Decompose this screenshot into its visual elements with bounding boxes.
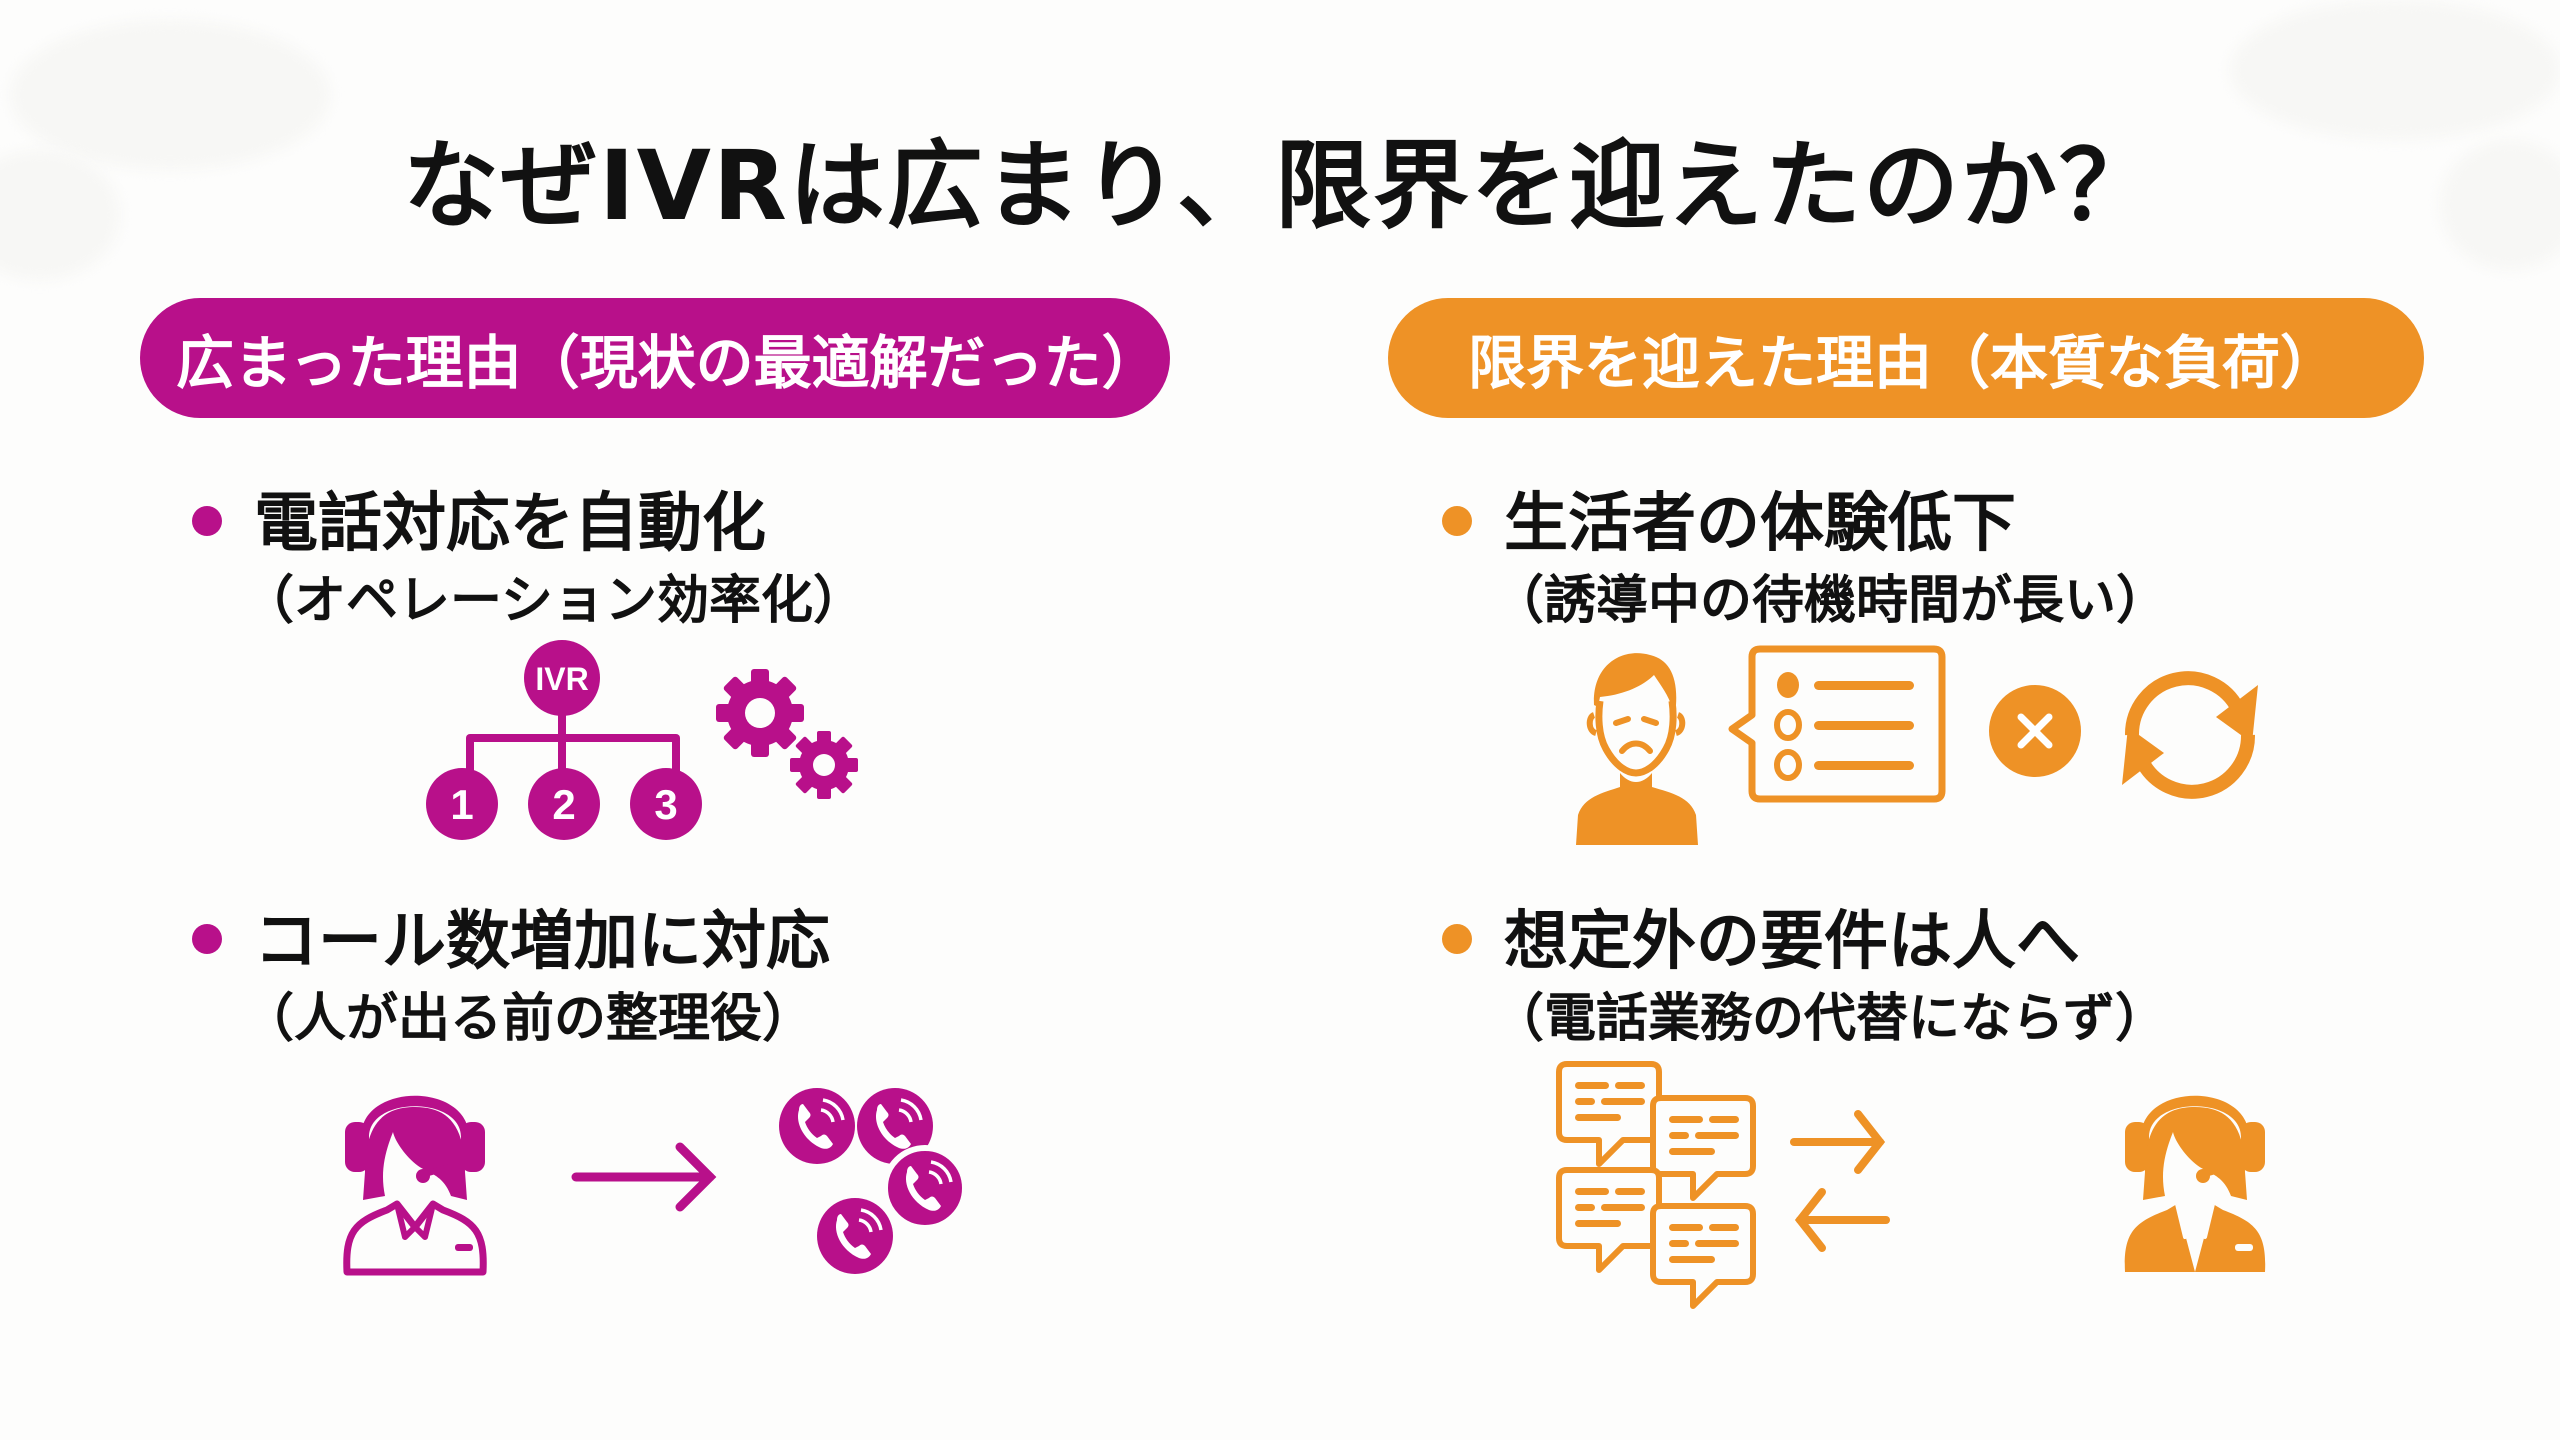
point-subtext: （オペレーション効率化）: [242, 571, 865, 631]
close-circle-icon: [1989, 685, 2081, 777]
operator-icon: [343, 1095, 487, 1276]
bullet-dot: [1442, 506, 1472, 536]
ivr-option-label: 3: [654, 781, 677, 828]
phone-call-icon: [817, 1198, 893, 1274]
background-blob: [10, 20, 330, 170]
phone-call-icon: [779, 1088, 855, 1164]
background-blob: [2440, 140, 2560, 270]
point-subtext: （電話業務の代替にならず）: [1492, 989, 2167, 1049]
ivr-tree-icon: IVR 1 2 3: [426, 640, 702, 840]
arrow-right-icon: [1790, 1110, 1886, 1174]
point-heading: コール数増加に対応: [254, 905, 830, 979]
background-blob: [2230, 0, 2560, 140]
phone-calls-cluster: [779, 1088, 968, 1274]
gears-icon: [716, 669, 858, 799]
left-section-header: 広まった理由（現状の最適解だった）: [140, 298, 1170, 418]
point-heading: 想定外の要件は人へ: [1504, 905, 2080, 979]
point-subtext: （誘導中の待機時間が長い）: [1492, 571, 2169, 631]
ivr-root-label: IVR: [535, 661, 588, 697]
point-heading: 電話対応を自動化: [254, 487, 766, 561]
chat-bubbles-icon: [1555, 1060, 1755, 1310]
ivr-option-label: 1: [450, 781, 473, 828]
point-heading: 生活者の体験低下: [1504, 487, 2016, 561]
bullet-dot: [1442, 924, 1472, 954]
operator-icon: [2124, 1095, 2266, 1272]
bullet-dot: [192, 924, 222, 954]
ivr-option-label: 2: [552, 781, 575, 828]
right-section-header: 限界を迎えた理由（本質な負荷）: [1388, 298, 2424, 418]
arrow-right-icon: [571, 1142, 717, 1212]
phone-call-icon: [882, 1145, 968, 1231]
sad-person-icon: [1576, 653, 1698, 845]
arrow-left-icon: [1794, 1188, 1890, 1252]
menu-list-bubble-icon: [1728, 645, 1946, 803]
page-title: なぜIVRは広まり、限界を迎えたのか？: [402, 130, 2158, 242]
phone-call-icon: [857, 1088, 933, 1164]
bullet-dot: [192, 506, 222, 536]
point-subtext: （人が出る前の整理役）: [242, 989, 815, 1049]
refresh-loop-icon: [2122, 671, 2258, 799]
